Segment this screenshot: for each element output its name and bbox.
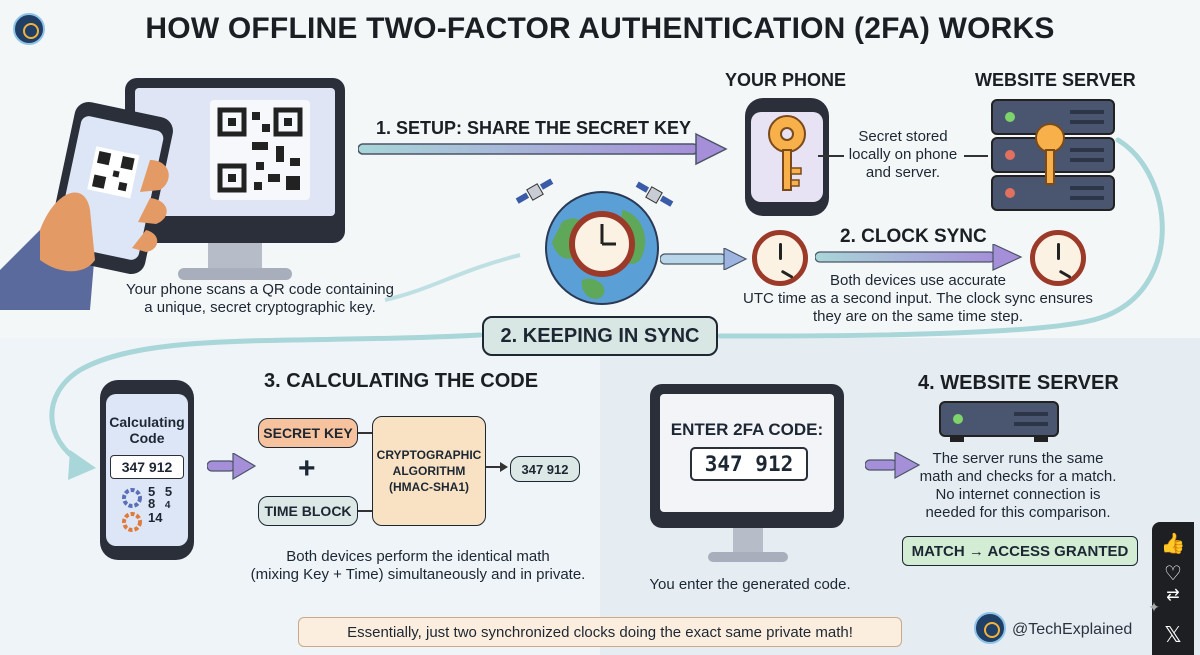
author-avatar-icon <box>974 612 1006 644</box>
algo-line2: ALGORITHM <box>392 464 466 478</box>
setup-arrow <box>358 132 728 166</box>
server-check-line4: needed for this comparison. <box>925 504 1111 521</box>
gears-icon <box>122 488 142 532</box>
your-phone-heading: YOUR PHONE <box>725 70 847 90</box>
algo-line3: (HMAC-SHA1) <box>389 480 469 494</box>
x-logo-icon[interactable]: 𝕏 <box>1164 622 1182 647</box>
digit-1: 5 <box>148 484 156 499</box>
calculating-caption-line1: Both devices perform the identical math <box>286 548 550 565</box>
algo-output-arrow <box>486 462 508 472</box>
side-action-bar <box>1152 522 1194 655</box>
calculating-caption-line2: (mixing Key + Time) simultaneously and i… <box>250 566 586 583</box>
time-block-connector <box>358 510 374 512</box>
match-access-granted-badge: MATCH → ACCESS GRANTED <box>902 536 1138 566</box>
secret-stored-text: Secret stored locally on phone and serve… <box>838 128 968 182</box>
calc-input-arrow <box>207 453 257 481</box>
enter-to-server-arrow <box>865 452 921 480</box>
satellite-icon-right <box>635 181 674 207</box>
secret-stored-line1: Secret stored <box>858 128 948 145</box>
clock-sync-line3: they are on the same time step. <box>812 308 1024 325</box>
code-input-field[interactable]: 347 912 <box>690 447 808 481</box>
connector-line-right <box>964 155 988 157</box>
calculating-heading: 3. CALCULATING THE CODE <box>264 370 539 392</box>
enter-monitor-base <box>708 552 788 562</box>
website-server-heading: WEBSITE SERVER <box>975 70 1136 90</box>
clock-sync-line2: UTC time as a second input. The clock sy… <box>743 290 1093 307</box>
clock-sync-description: Both devices use accurate UTC time as a … <box>708 272 1128 326</box>
monitor-base <box>178 268 292 280</box>
globe-to-clock-arrow <box>660 248 748 270</box>
website-server-step-heading: 4. WEBSITE SERVER <box>918 372 1119 394</box>
secret-key-connector <box>358 432 374 434</box>
server-check-line1: The server runs the same <box>932 450 1104 467</box>
digit-5: 14 <box>148 510 163 525</box>
crypto-algorithm-box: CRYPTOGRAPHIC ALGORITHM (HMAC-SHA1) <box>372 416 486 526</box>
qr-code-icon <box>210 100 310 200</box>
secret-stored-line2: locally on phone <box>848 146 958 163</box>
sparkle-icon: ✦ <box>1148 598 1160 615</box>
calculating-label-line2: Code <box>129 430 165 446</box>
calculating-phone-code: 347 912 <box>110 455 184 479</box>
connector-line-left <box>818 155 844 157</box>
calculating-phone-label: Calculating Code <box>106 414 188 446</box>
clock-sync-heading: 2. CLOCK SYNC <box>840 226 987 247</box>
server-box-icon <box>939 401 1059 442</box>
heart-icon[interactable]: ♡ <box>1164 562 1182 585</box>
digit-4: 4 <box>164 500 171 511</box>
plus-sign: + <box>298 452 316 485</box>
calculating-caption: Both devices perform the identical math … <box>228 548 608 584</box>
key-icon <box>768 115 806 191</box>
enter-code-prompt: ENTER 2FA CODE: <box>670 420 824 439</box>
secret-stored-line3: and server. <box>865 164 941 181</box>
server-check-line3: No internet connection is <box>935 486 1101 503</box>
satellite-icon-left <box>515 178 554 204</box>
digit-2: 5 <box>164 484 173 499</box>
enter-code-caption: You enter the generated code. <box>649 576 851 593</box>
calculated-code-box: 347 912 <box>510 456 580 482</box>
time-block-box: TIME BLOCK <box>258 496 358 526</box>
hand-holding-phone-icon <box>0 101 173 310</box>
clock-sync-arrow <box>815 244 1023 271</box>
setup-caption: Your phone scans a QR code containing a … <box>95 281 425 317</box>
repost-icon[interactable]: ⇄ <box>1166 587 1180 604</box>
clock-icon-phone <box>752 230 808 286</box>
thumbs-up-icon[interactable]: 👍 <box>1160 532 1186 555</box>
calculating-digits: 5 5 8 4 14 <box>148 484 173 525</box>
setup-monitor <box>125 78 345 243</box>
server-rack-icon <box>991 99 1115 211</box>
brand-logo-icon <box>13 13 45 45</box>
enter-monitor-stand <box>733 528 763 556</box>
clock-icon-server <box>1030 230 1086 286</box>
summary-banner: Essentially, just two synchronized clock… <box>298 617 902 647</box>
clock-sync-line1: Both devices use accurate <box>830 272 1006 289</box>
page-title: HOW OFFLINE TWO-FACTOR AUTHENTICATION (2… <box>145 12 1055 45</box>
digit-3: 8 <box>148 496 156 511</box>
globe-clock-icon <box>545 191 659 305</box>
algo-line1: CRYPTOGRAPHIC <box>376 448 482 462</box>
setup-caption-line1: Your phone scans a QR code containing <box>126 281 394 298</box>
server-check-line2: math and checks for a match. <box>919 468 1117 485</box>
server-check-description: The server runs the same math and checks… <box>898 450 1138 522</box>
setup-step-label: 1. SETUP: SHARE THE SECRET KEY <box>376 118 692 138</box>
keeping-in-sync-badge: 2. KEEPING IN SYNC <box>482 316 718 356</box>
secret-key-box: SECRET KEY <box>258 418 358 448</box>
setup-caption-line2: a unique, secret cryptographic key. <box>144 299 376 316</box>
author-handle: @TechExplained <box>1012 621 1133 638</box>
calculating-label-line1: Calculating <box>109 414 185 430</box>
